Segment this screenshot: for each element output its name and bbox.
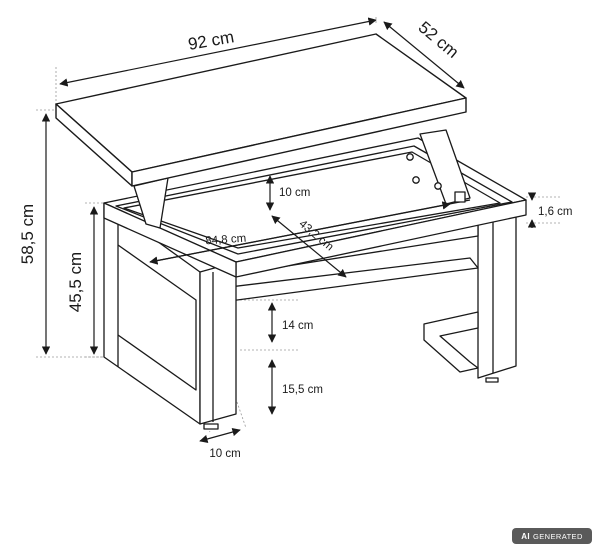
dim-max-height-label: 58,5 cm — [18, 204, 37, 264]
dim-shelf-gap-label: 14 cm — [282, 320, 313, 332]
badge-prefix: AI — [521, 531, 531, 541]
dim-floor-clearance-label: 15,5 cm — [282, 384, 323, 396]
dim-leg-width-label: 10 cm — [209, 448, 240, 460]
ai-generated-badge: AI GENERATED — [512, 528, 592, 544]
dim-lift-gap-label: 10 cm — [279, 187, 310, 199]
dim-top-width-label: 52 cm — [415, 18, 463, 62]
dim-inner-length-label: 84,8 cm — [205, 233, 247, 248]
badge-text: GENERATED — [533, 531, 583, 541]
dimension-arrows — [41, 17, 537, 444]
dim-top-thickness-label: 1,6 cm — [538, 206, 573, 218]
dim-table-height-label: 45,5 cm — [66, 252, 85, 312]
